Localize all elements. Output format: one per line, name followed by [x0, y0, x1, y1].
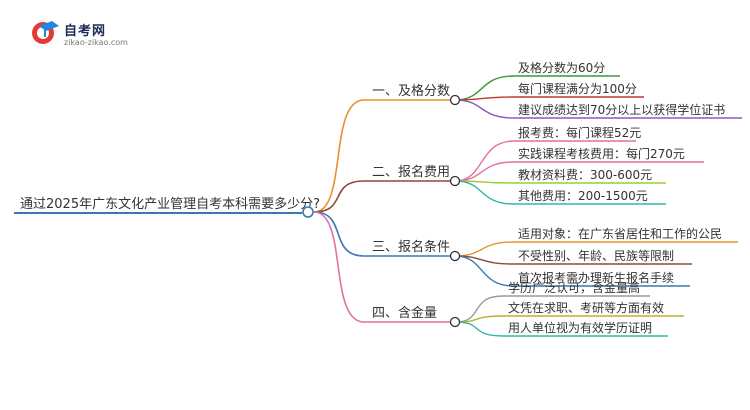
leaf-label: 每门课程满分为100分 — [518, 81, 637, 96]
leaf-connector — [454, 315, 505, 323]
leaf-label: 教材资料费：300-600元 — [518, 167, 652, 182]
leaf-node: 建议成绩达到70分以上以获得学位证书 — [454, 99, 742, 119]
leaf-connector — [454, 140, 515, 182]
branch-connector — [313, 211, 365, 257]
graduation-cap-icon — [32, 21, 59, 44]
branch-node-circle[interactable] — [449, 175, 461, 187]
branch-node-circle[interactable] — [449, 316, 461, 328]
leaf-node: 用人单位视为有效学历证明 — [454, 320, 668, 337]
leaf-label: 学历广泛认可，含金量高 — [508, 280, 640, 295]
leaf-connector — [454, 321, 505, 337]
logo-brand-text: 自考网 — [64, 24, 107, 39]
root-node-circle[interactable] — [302, 206, 314, 218]
branch-label: 四、含金量 — [372, 305, 437, 321]
leaf-label: 不受性别、年龄、民族等限制 — [518, 249, 674, 263]
leaf-connector — [454, 241, 515, 257]
leaf-node: 报考费：每门课程52元 — [454, 125, 641, 182]
leaf-node: 学历广泛认可，含金量高 — [454, 280, 650, 323]
leaf-node: 每门课程满分为100分 — [454, 81, 644, 101]
leaf-label: 首次报考需办理新生报名手续 — [518, 270, 674, 285]
leaf-node: 适用对象：在广东省居住和工作的公民 — [454, 226, 738, 257]
branch-1: 一、及格分数 及格分数为60分每门课程满分为100分建议成绩达到70分以上以获得学… — [313, 60, 742, 213]
branch-3: 三、报名条件 适用对象：在广东省居住和工作的公民不受性别、年龄、民族等限制首次报考… — [313, 211, 738, 287]
branch-2: 二、报名费用 报考费：每门课程52元实践课程考核费用：每门270元教材资料费：30… — [313, 125, 704, 213]
leaf-label: 建议成绩达到70分以上以获得学位证书 — [518, 102, 725, 117]
branch-connector — [313, 180, 365, 213]
root-label: 通过2025年广东文化产业管理自考本科需要多少分? — [20, 196, 320, 212]
site-logo[interactable]: 自考网 zikao-zikao.com — [30, 14, 170, 54]
branch-connector — [313, 99, 365, 213]
branch-4: 四、含金量 学历广泛认可，含金量高文凭在求职、考研等方面有效用人单位视为有效学历证… — [313, 211, 684, 337]
leaf-connector — [454, 161, 515, 182]
leaf-label: 适用对象：在广东省居住和工作的公民 — [518, 226, 722, 241]
leaf-connector — [454, 180, 515, 205]
branch-label: 二、报名费用 — [372, 164, 450, 180]
branch-label: 一、及格分数 — [372, 83, 450, 99]
leaf-label: 文凭在求职、考研等方面有效 — [508, 300, 664, 315]
leaf-node: 文凭在求职、考研等方面有效 — [454, 300, 684, 323]
leaf-connector — [454, 99, 515, 119]
leaf-label: 报考费：每门课程52元 — [518, 125, 641, 140]
branch-node-circle[interactable] — [449, 94, 461, 106]
leaf-connector — [454, 255, 515, 287]
leaf-node: 其他费用：200-1500元 — [454, 180, 666, 205]
leaf-node: 首次报考需办理新生报名手续 — [454, 255, 690, 287]
branch-connector — [313, 211, 365, 323]
leaf-label: 用人单位视为有效学历证明 — [508, 320, 652, 335]
branch-label: 三、报名条件 — [372, 239, 450, 255]
leaf-node: 不受性别、年龄、民族等限制 — [454, 249, 692, 265]
leaf-node: 及格分数为60分 — [454, 60, 620, 101]
logo-domain-text: zikao-zikao.com — [64, 38, 128, 47]
leaf-label: 及格分数为60分 — [518, 60, 605, 75]
leaf-label: 实践课程考核费用：每门270元 — [518, 146, 685, 161]
leaf-node: 教材资料费：300-600元 — [454, 167, 666, 184]
root-node: 通过2025年广东文化产业管理自考本科需要多少分? — [14, 196, 320, 214]
leaf-label: 其他费用：200-1500元 — [518, 189, 648, 203]
branch-node-circle[interactable] — [449, 250, 461, 262]
